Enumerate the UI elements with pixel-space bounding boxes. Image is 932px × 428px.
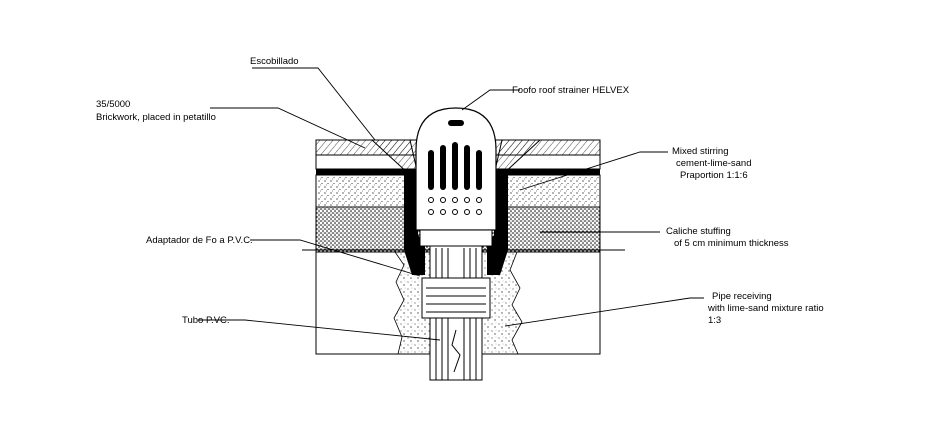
label-mix-1: Mixed stirring <box>672 146 729 157</box>
strainer-slots <box>428 120 482 215</box>
label-adaptador: Adaptador de Fo a P.V.C. <box>146 235 253 246</box>
sealant-right <box>487 175 508 275</box>
dome-strainer <box>415 107 497 247</box>
label-pipe-1: Pipe receiving <box>712 291 772 302</box>
label-brick-desc: Brickwork, placed in petatillo <box>96 112 216 123</box>
adapter-coupling <box>421 277 491 319</box>
sealant-left <box>404 175 425 275</box>
label-mix-2: cement-lime-sand <box>676 158 752 169</box>
label-caliche-1: Caliche stuffing <box>666 226 731 237</box>
label-pipe-3: 1:3 <box>708 315 721 326</box>
label-tubo: Tubo P.VC. <box>182 315 230 326</box>
pvc-pipe <box>421 244 491 381</box>
label-strainer: Foofo roof strainer HELVEX <box>512 85 630 96</box>
label-brick-ref: 35/5000 <box>96 99 130 110</box>
label-pipe-2: with lime-sand mixture ratio <box>707 303 824 314</box>
strainer-collar <box>419 229 493 247</box>
label-mix-3: Praportion 1:1:6 <box>680 170 748 181</box>
leader-lines <box>198 67 704 341</box>
annotation-labels: Escobillado Foofo roof strainer HELVEX 3… <box>96 56 824 326</box>
label-escobillado: Escobillado <box>250 56 299 67</box>
label-caliche-2: of 5 cm minimum thickness <box>674 238 789 249</box>
